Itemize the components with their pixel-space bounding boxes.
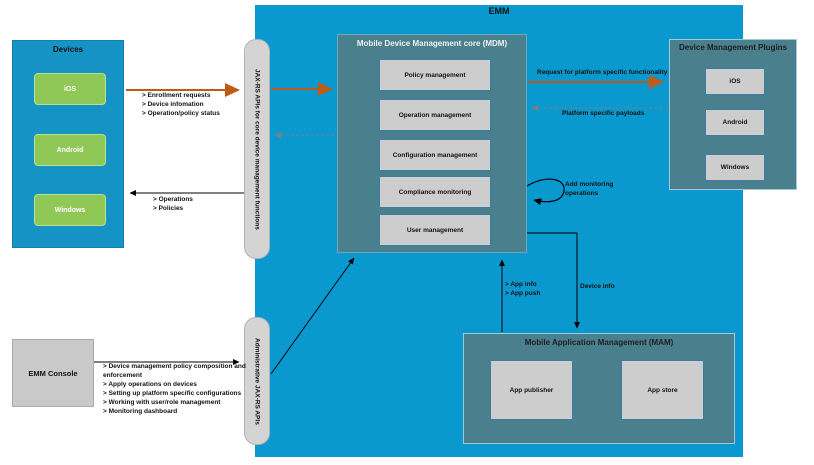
- label-line: > Monitoring dashboard: [103, 407, 178, 415]
- mdm-module-user-management: User management: [379, 214, 491, 246]
- mam-panel-title: Mobile Application Management (MAM): [524, 338, 674, 347]
- label-line: > Device infomation: [142, 100, 204, 108]
- label-app-info-push: > App info > App push: [505, 281, 540, 299]
- emm-title: EMM: [488, 6, 510, 16]
- mdm-module-policy-management: Policy management: [379, 59, 491, 91]
- label-line: > Device management policy composition a…: [103, 363, 246, 379]
- plugin-box-ios: iOS: [705, 68, 765, 95]
- emm-console-box: EMM Console: [12, 339, 94, 407]
- plugin-box-android: Android: [705, 109, 765, 136]
- label-add-monitoring-operations: Add monitoring operations: [565, 181, 613, 199]
- label-line: > Apply operations on devices: [103, 380, 197, 388]
- label-console-capabilities: > Device management policy composition a…: [103, 363, 253, 417]
- mdm-core-title: Mobile Device Management core (MDM): [356, 39, 508, 48]
- mam-panel: Mobile Application Management (MAM) App …: [463, 333, 735, 444]
- devices-panel: Devices iOS Android Windows: [12, 40, 124, 248]
- label-platform-specific-payloads: Platform specific payloads: [562, 110, 645, 117]
- emm-console-label: EMM Console: [28, 368, 78, 378]
- label-line: > Policies: [153, 204, 184, 212]
- mdm-module-operation-management: Operation management: [379, 99, 491, 131]
- device-box-android: Android: [34, 134, 106, 166]
- label-operations-policies: > Operations > Policies: [153, 196, 193, 214]
- core-api-capsule-label: JAX-RS APIs for core device management f…: [253, 68, 261, 230]
- core-api-capsule: JAX-RS APIs for core device management f…: [244, 39, 270, 259]
- device-box-ios: iOS: [34, 73, 106, 105]
- label-line: > Operation/policy status: [142, 109, 220, 117]
- label-enrollment-requests: > Enrollment requests > Device infomatio…: [142, 92, 220, 119]
- label-line: operations: [565, 189, 599, 197]
- mam-box-app-store: App store: [621, 360, 704, 420]
- plugins-panel-title: Device Management Plugins: [678, 43, 788, 52]
- devices-panel-title: Devices: [52, 45, 84, 54]
- mam-box-app-publisher: App publisher: [490, 360, 573, 420]
- admin-api-capsule-label: Administrative JAX-RS APIs: [253, 337, 261, 425]
- label-line: > App push: [505, 289, 541, 297]
- label-line: > App info: [505, 281, 537, 288]
- label-line: > Setting up platform specific configura…: [103, 389, 242, 397]
- mdm-module-compliance-monitoring: Compliance monitoring: [379, 176, 491, 208]
- mdm-core-panel: Mobile Device Management core (MDM) Poli…: [337, 34, 527, 253]
- label-line: > Working with user/role management: [103, 398, 221, 406]
- device-box-windows: Windows: [34, 194, 106, 226]
- label-device-info: Device info: [580, 283, 615, 290]
- label-request-platform-functionality: Request for platform specific functional…: [537, 69, 668, 76]
- plugins-panel: Device Management Plugins iOS Android Wi…: [669, 39, 797, 190]
- plugin-box-windows: Windows: [705, 154, 765, 181]
- label-line: > Enrollment requests: [142, 92, 211, 99]
- admin-api-capsule: Administrative JAX-RS APIs: [244, 317, 270, 445]
- mdm-module-configuration-management: Configuration management: [379, 139, 491, 171]
- label-line: > Operations: [153, 196, 193, 203]
- label-line: Add monitoring: [565, 181, 614, 188]
